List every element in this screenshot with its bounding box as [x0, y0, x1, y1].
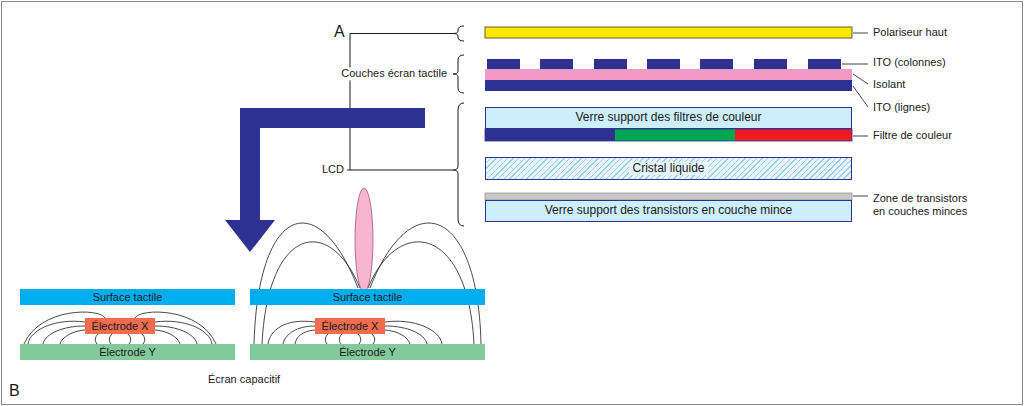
group-name: Couches écran tactile [340, 67, 448, 80]
insulator-layer [485, 69, 852, 80]
touch-surface: Surface tactile [250, 289, 485, 305]
label-text: Couches écran tactile [341, 67, 447, 79]
node-label: Surface tactile [93, 291, 163, 304]
ito-rows [485, 80, 852, 91]
layer-name: ITO (colonnes) [872, 56, 947, 69]
node-label: Cristal liquide [629, 162, 707, 176]
layer-name: Filtre de couleur [872, 129, 953, 142]
node-label: Verre support des transistors en couche … [545, 204, 792, 218]
tft-zone [485, 193, 852, 200]
panel-letter: B [8, 381, 21, 400]
polarizer-layer [485, 27, 852, 38]
transition-arrow [225, 108, 425, 252]
label-text: A [334, 23, 345, 40]
label-text: Zone de transistors en couches minces [873, 192, 967, 217]
glass-substrate: Verre support des filtres de couleur [485, 107, 852, 129]
label-text: B [9, 382, 20, 399]
electrode-x: Électrode X [315, 318, 385, 334]
node-label: Verre support des filtres de couleur [575, 111, 761, 125]
electrode-x: Électrode X [85, 318, 155, 334]
panel-letter: A [333, 22, 346, 41]
glass-substrate: Verre support des transistors en couche … [485, 200, 852, 222]
layer-name: Isolant [872, 78, 906, 91]
node-label: Électrode X [322, 320, 379, 333]
electrode-y: Électrode Y [20, 344, 235, 360]
node-label: Surface tactile [333, 291, 403, 304]
layer-name: ITO (lignes) [872, 101, 931, 114]
layer-name: Zone de transistors en couches minces [872, 192, 978, 218]
layer-name: Polariseur haut [872, 26, 948, 39]
ito-columns [487, 59, 841, 69]
node-label: Électrode Y [339, 346, 396, 359]
node-label: Électrode Y [99, 346, 156, 359]
field-lines [24, 312, 216, 344]
label-text: ITO (lignes) [873, 101, 930, 113]
label-text: Filtre de couleur [873, 129, 952, 141]
label-text: ITO (colonnes) [873, 56, 946, 68]
finger [355, 188, 373, 292]
color-filter [485, 129, 852, 141]
label-text: Polariseur haut [873, 26, 947, 38]
label-text: LCD [322, 163, 344, 175]
electrode-y: Électrode Y [250, 344, 485, 360]
label-text: Écran capacitif [208, 373, 280, 385]
touch-surface: Surface tactile [20, 289, 235, 305]
label-text: Isolant [873, 78, 905, 90]
node-label: Électrode X [92, 320, 149, 333]
caption-text: Écran capacitif [207, 373, 281, 386]
group-name: LCD [321, 163, 345, 176]
liquid-crystal-layer: Cristal liquide [485, 157, 852, 180]
